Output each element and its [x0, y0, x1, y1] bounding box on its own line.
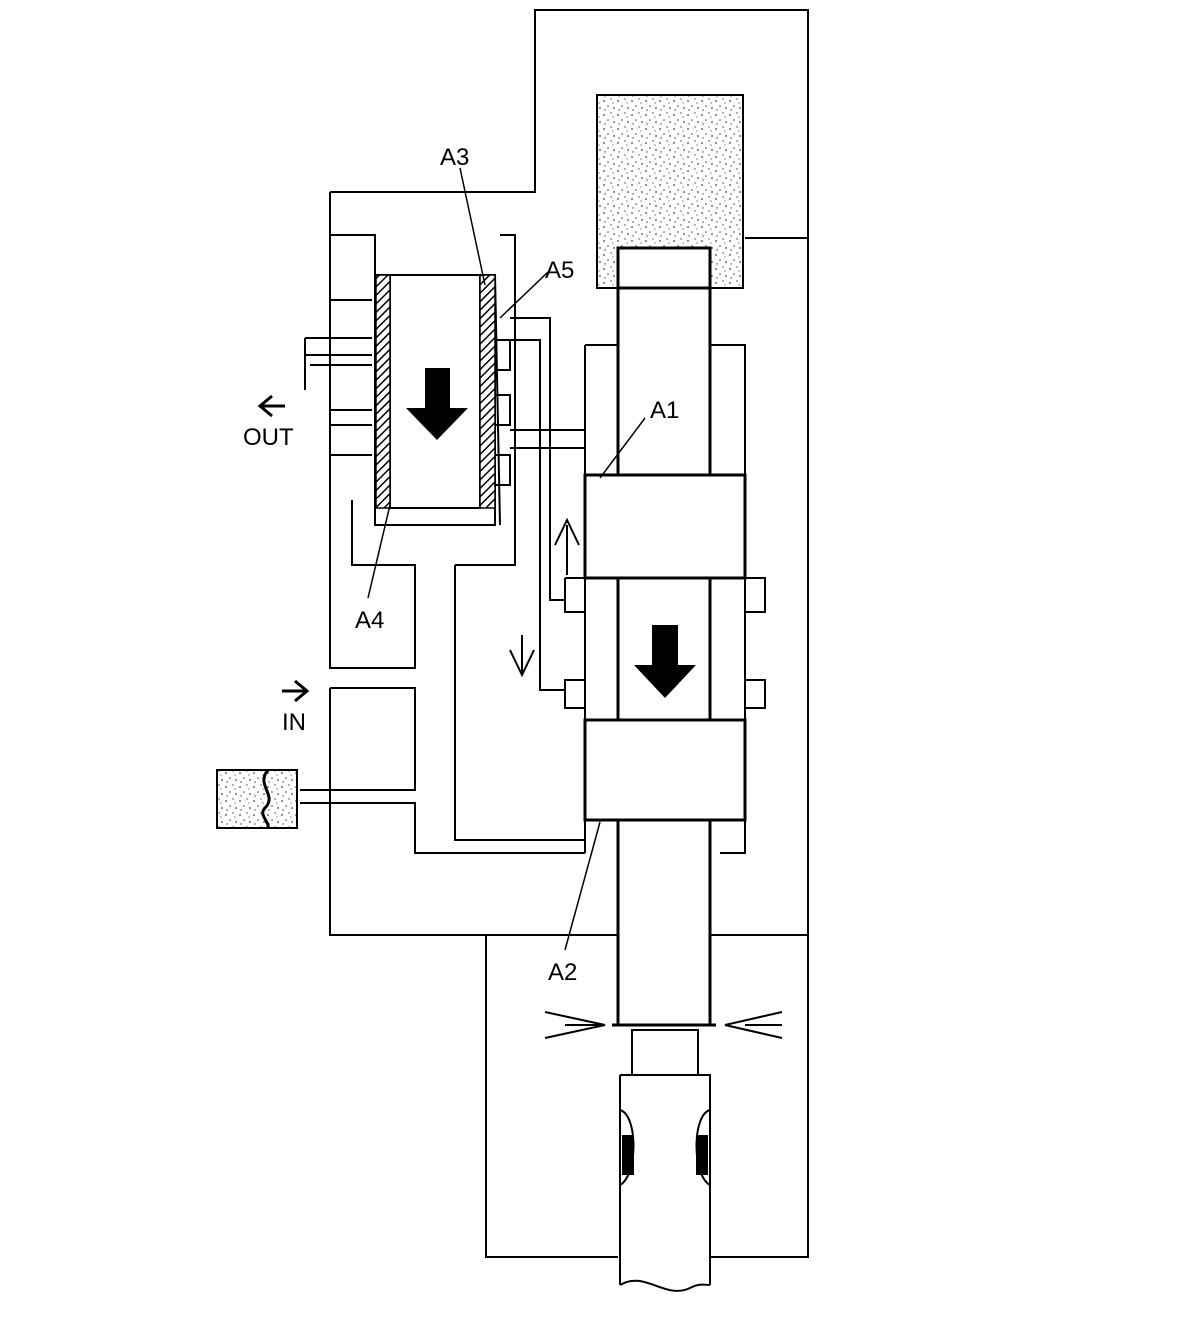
squeeze-left-arrow-icon — [544, 1011, 606, 1039]
pilot-passage-2 — [454, 565, 585, 841]
spool-land-a1 — [583, 473, 747, 580]
bottom-block — [485, 935, 618, 1258]
label-a4: A4 — [355, 607, 384, 634]
lower-housing-3 — [329, 688, 618, 936]
passage-2 — [510, 339, 565, 691]
label-a3: A3 — [440, 144, 469, 171]
label-out: OUT — [243, 424, 294, 451]
leader-a3 — [459, 167, 486, 286]
squeeze-right-arrow-icon — [724, 1011, 783, 1039]
passage-a5 — [510, 317, 565, 601]
plunger-seal-right — [696, 1135, 708, 1175]
lower-housing-2 — [300, 802, 585, 854]
leader-a2 — [564, 821, 601, 951]
plunger-body — [619, 1074, 711, 1285]
spool-housing-middle — [564, 577, 586, 720]
plunger-seal-left — [622, 1135, 634, 1175]
lower-housing — [300, 687, 416, 791]
pilot-passage — [455, 234, 516, 566]
stippled-reservoir — [216, 769, 298, 829]
out-arrow-icon — [257, 394, 285, 418]
hatched-wall-right — [479, 274, 496, 509]
out-port-1 — [304, 337, 372, 390]
flow-up-arrow-icon — [554, 517, 580, 575]
label-a2: A2 — [548, 959, 577, 986]
bottom-block-right — [710, 935, 809, 1258]
hatched-wall-left — [375, 274, 391, 509]
piston-arrow-icon — [406, 368, 468, 440]
label-in: IN — [282, 709, 306, 736]
plunger-neck — [631, 1029, 699, 1076]
out-port-2 — [330, 299, 372, 456]
spool-land-a2 — [583, 718, 747, 822]
label-a5: A5 — [545, 257, 574, 284]
leader-a4 — [367, 504, 391, 599]
passage-3 — [510, 429, 585, 449]
spool-housing-middle-r — [744, 577, 766, 720]
spool-housing-lower — [584, 820, 746, 854]
flow-down-arrow-icon — [509, 635, 535, 678]
in-arrow-icon — [282, 679, 310, 703]
body-left-wall — [329, 235, 416, 669]
spool-rod-bottom — [616, 818, 712, 1027]
port-block-3 — [494, 454, 511, 486]
body-outline — [330, 234, 376, 275]
leader-a1 — [599, 417, 646, 479]
sleeve-gap — [494, 274, 501, 526]
leader-a5 — [499, 271, 549, 319]
spool-arrow-icon — [634, 625, 696, 698]
upper-housing — [330, 9, 809, 239]
plunger-break — [619, 1279, 711, 1292]
label-a1: A1 — [650, 397, 679, 424]
